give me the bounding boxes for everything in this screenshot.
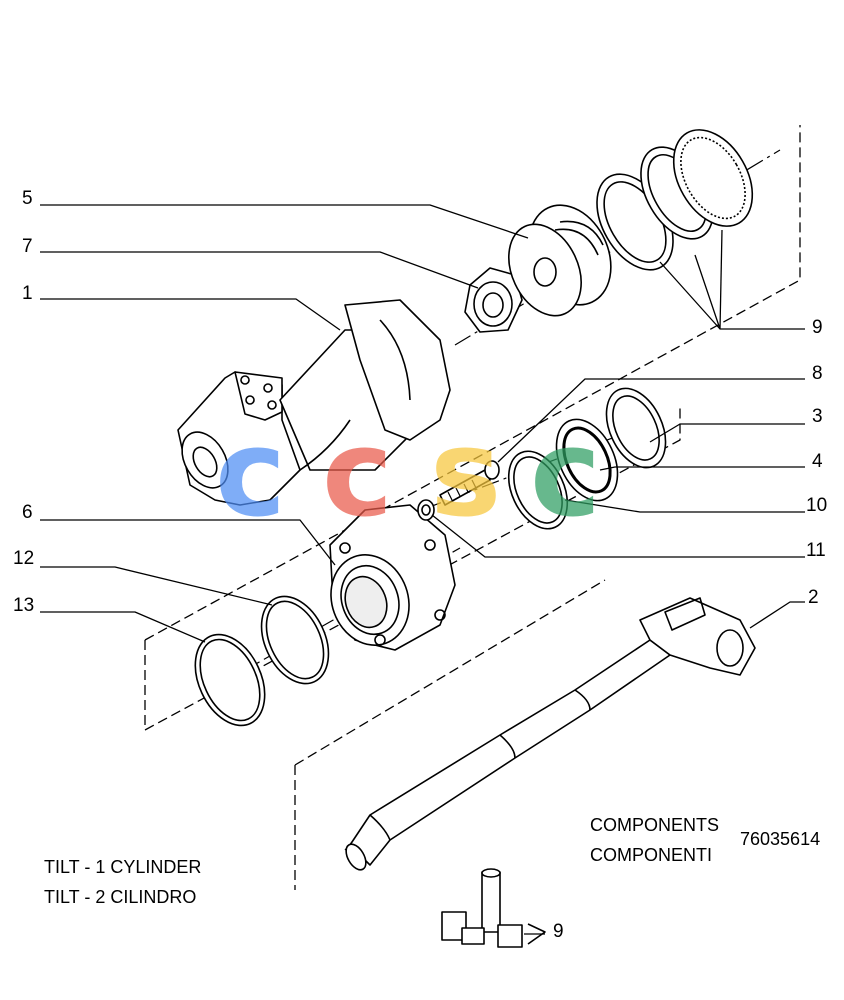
part-piston-rod	[344, 597, 756, 871]
watermark-letter-4: c	[530, 405, 602, 544]
assembly-frame-rod	[294, 579, 606, 890]
callout-10: 10	[806, 495, 828, 516]
section-caption: COMPONENTS COMPONENTI	[590, 810, 719, 870]
section-italian: COMPONENTI	[590, 845, 713, 865]
callout-13: 13	[13, 595, 35, 616]
leader-lines	[40, 204, 805, 643]
callout-7: 7	[22, 236, 33, 257]
callout-1: 1	[22, 283, 33, 304]
callout-8: 8	[812, 363, 823, 384]
callout-6: 6	[22, 502, 33, 523]
callout-12: 12	[13, 548, 35, 569]
caption-italian: TILT - 2 CILINDRO	[44, 887, 197, 907]
diagram-caption: TILT - 1 CYLINDER TILT - 2 CILINDRO	[44, 852, 201, 912]
callout-9: 9	[812, 317, 823, 338]
part-gland-seals	[507, 387, 667, 530]
callout-5: 5	[22, 188, 33, 209]
callout-9-kit: 9	[553, 921, 564, 942]
section-english: COMPONENTS	[590, 815, 720, 835]
part-o-rings	[194, 595, 330, 727]
part-cylinder-body	[177, 299, 451, 506]
callout-3: 3	[812, 406, 823, 427]
caption-english: TILT - 1 CYLINDER	[44, 857, 202, 877]
callout-4: 4	[812, 451, 823, 472]
document-number: 76035614	[740, 829, 821, 849]
watermark-letter-3: s	[430, 405, 502, 544]
watermark-letter-2: c	[322, 405, 394, 544]
part-piston-seals	[596, 129, 754, 271]
part-piston	[508, 204, 612, 317]
part-nut	[464, 267, 523, 333]
part-screw	[439, 460, 500, 506]
watermark-letter-1: c	[215, 405, 287, 544]
part-gland-head	[329, 504, 456, 651]
callout-2: 2	[808, 587, 819, 608]
callout-11: 11	[806, 540, 826, 561]
seal-kit-icon	[441, 868, 546, 948]
part-washer	[417, 499, 435, 521]
